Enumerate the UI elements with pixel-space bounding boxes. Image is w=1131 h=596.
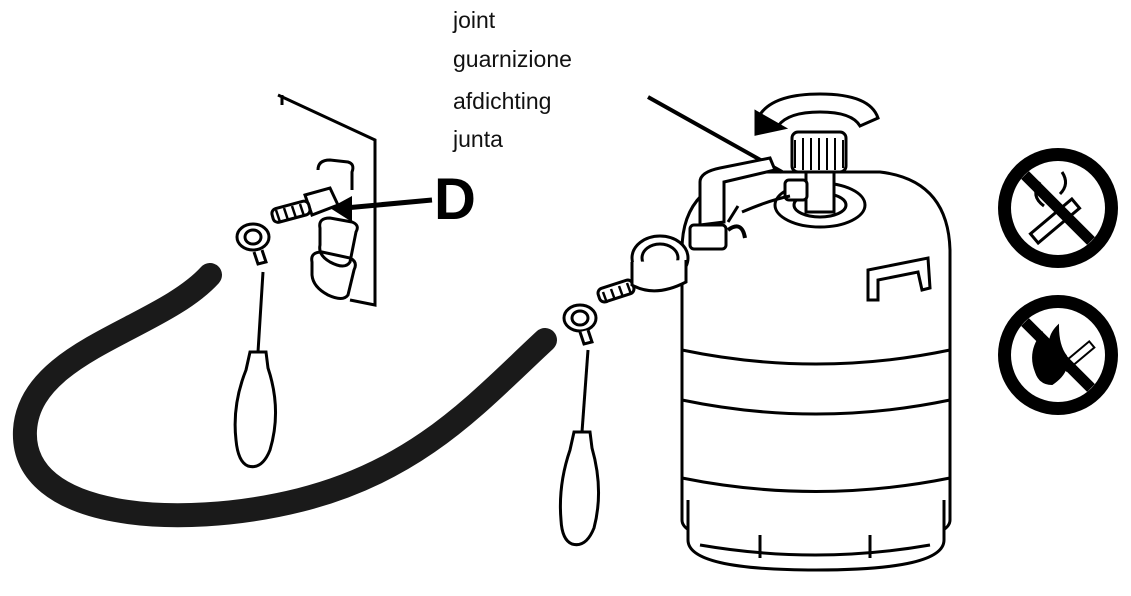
no-smoking-icon: [998, 148, 1118, 268]
marker-d-label: D: [434, 167, 476, 232]
gas-regulator: [630, 156, 791, 293]
label-joint-it: guarnizione: [453, 46, 572, 72]
screwdriver-right: [558, 349, 600, 547]
wall-inlet-nozzle: [270, 186, 341, 224]
cylinder-valve: [754, 92, 880, 214]
appliance-wall: [277, 93, 377, 307]
gas-cylinder: [680, 170, 952, 572]
arrow-d: [330, 196, 433, 222]
hose-clamp-right: [562, 303, 598, 346]
hose-clamp-left: [235, 222, 271, 266]
label-joint-fr: joint: [453, 7, 496, 33]
screwdriver-left: [233, 271, 277, 469]
label-joint-es: junta: [453, 126, 503, 152]
rubber-hose: [12, 263, 557, 528]
label-joint-nl: afdichting: [453, 88, 552, 114]
regulator-nozzle: [596, 278, 636, 304]
no-open-flame-icon: [998, 295, 1118, 415]
